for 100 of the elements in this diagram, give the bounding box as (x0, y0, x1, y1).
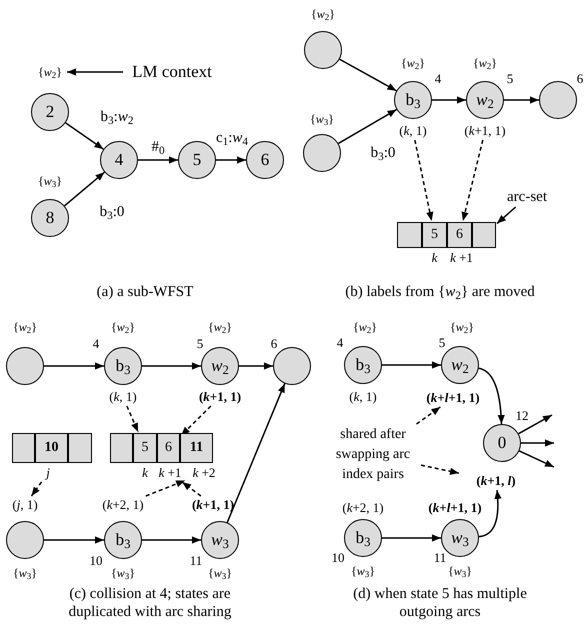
array-cell (472, 222, 496, 248)
context-label: {w$_{2}$} (400, 55, 426, 71)
state-number: 5 (506, 71, 514, 87)
arrow (382, 361, 441, 369)
state-number: 6 (576, 71, 584, 87)
state-number: 12 (516, 408, 528, 424)
index-label: k (432, 250, 438, 266)
state-label: 4 (114, 150, 124, 170)
array-cell: 5 (422, 222, 447, 248)
arrow (65, 122, 104, 150)
arrow (64, 172, 105, 206)
arrow (44, 362, 104, 370)
state-number: 6 (270, 336, 278, 352)
arrow (142, 362, 201, 370)
arc-index-label: (k+2, 1) (96, 497, 150, 513)
state-label: b$_{3}$ (356, 528, 370, 548)
state-label: 5 (192, 150, 202, 170)
arc-index-label: (k, 1) (391, 123, 435, 139)
dashed-arrow (462, 140, 484, 222)
arrow (504, 96, 539, 104)
context-label: {w$_{2}$} (34, 63, 66, 81)
arc-index-label: (j, 1) (5, 497, 45, 513)
state-number: 4 (92, 336, 100, 352)
dashed-arrow (146, 480, 186, 497)
state-label: w$_{3}$ (211, 530, 229, 550)
context-label: {w$_{2}$} (12, 319, 38, 335)
context-label: {w$_{2}$} (208, 319, 232, 335)
dashed-arrow (182, 481, 202, 497)
dashed-arrow (420, 464, 460, 475)
annotation-text: LM context (124, 61, 220, 83)
dashed-arrow (126, 406, 139, 432)
state-label: b$_{3}$ (116, 356, 130, 376)
edge-label: b$_{3}$:0 (370, 145, 396, 161)
index-label: k (142, 465, 148, 481)
context-label: {w$_{2}$} (472, 55, 498, 71)
arc-index-label: (k+1, 1) (456, 123, 514, 139)
array-cell (12, 433, 35, 463)
state-label: 2 (46, 102, 54, 122)
state-number: 5 (438, 335, 446, 351)
arrow (432, 96, 466, 104)
state-label: w$_{2}$ (451, 355, 469, 375)
array-cell: 6 (447, 222, 472, 248)
arc-index-label: (k, 1) (349, 389, 377, 405)
state-label: 8 (46, 208, 54, 228)
arc-index-label: (k+1, l) (460, 473, 532, 489)
arc-index-label: (k+l+1, 1) (428, 500, 482, 516)
arc-index-label: (k+2, 1) (342, 500, 384, 516)
state-label: b$_{3}$ (116, 530, 130, 550)
dashed-arrow (30, 482, 42, 496)
array-cell: 6 (157, 433, 180, 463)
context-label: {w$_{3}$} (38, 173, 62, 189)
state-number: 11 (190, 553, 202, 569)
array-cell (68, 433, 92, 463)
arc-index-label: (k, 1) (101, 389, 145, 405)
state-label: b$_{3}$ (406, 90, 420, 110)
state-label: b$_{3}$ (356, 355, 370, 375)
context-label: {w$_{3}$} (448, 563, 472, 579)
context-label: {w$_{2}$} (310, 6, 336, 22)
arrow (496, 206, 516, 224)
dashed-arrow (416, 406, 441, 425)
index-label: k +1 (450, 250, 473, 266)
array-cell: 5 (133, 433, 157, 463)
array-cell: 11 (180, 433, 213, 463)
context-label: {w$_{2}$} (352, 319, 378, 335)
annotation-text: arc-set (499, 188, 555, 206)
context-label: {w$_{3}$} (310, 111, 334, 127)
arc-index-label: (k+1, 1) (190, 389, 250, 405)
arrow (382, 534, 441, 542)
arrow (478, 368, 505, 424)
caption: (b) labels from {w$_{2}$} are moved (344, 283, 536, 301)
arrow (518, 450, 554, 468)
context-label: {w$_{2}$} (450, 319, 474, 335)
arrow (44, 536, 104, 544)
arrow (518, 414, 552, 434)
state-number: 5 (196, 336, 204, 352)
arrow (216, 156, 246, 164)
arrow (239, 362, 273, 370)
state-label: 6 (260, 150, 270, 170)
caption: (c) collision at 4; states are duplicated with arc sharing (68, 585, 232, 621)
context-label: {w$_{3}$} (110, 565, 136, 581)
dashed-arrow (414, 140, 434, 222)
context-label: {w$_{2}$} (110, 319, 136, 335)
edge-label: b$_{3}$:w$_{2}$ (100, 109, 134, 125)
edge-label: #$_{0}$ (150, 139, 166, 155)
arc-index-label: (k+l+1, 1) (414, 390, 492, 406)
array-cell (110, 433, 133, 463)
arrow (142, 536, 201, 544)
arrow (478, 490, 502, 538)
arrow (138, 156, 178, 164)
state-label: 0 (498, 433, 506, 453)
arrow (339, 58, 397, 92)
state-label: w$_{2}$ (211, 356, 229, 376)
edge-label: b$_{3}$:0 (98, 204, 126, 220)
array-cell (397, 222, 422, 248)
state-number: 4 (336, 335, 344, 351)
state-number: 10 (332, 550, 344, 566)
arrow (521, 439, 554, 447)
caption: (d) when state 5 has multiple outgoing arcs (352, 585, 528, 621)
state-number: 11 (434, 550, 446, 566)
index-label: k +1 (152, 465, 188, 481)
